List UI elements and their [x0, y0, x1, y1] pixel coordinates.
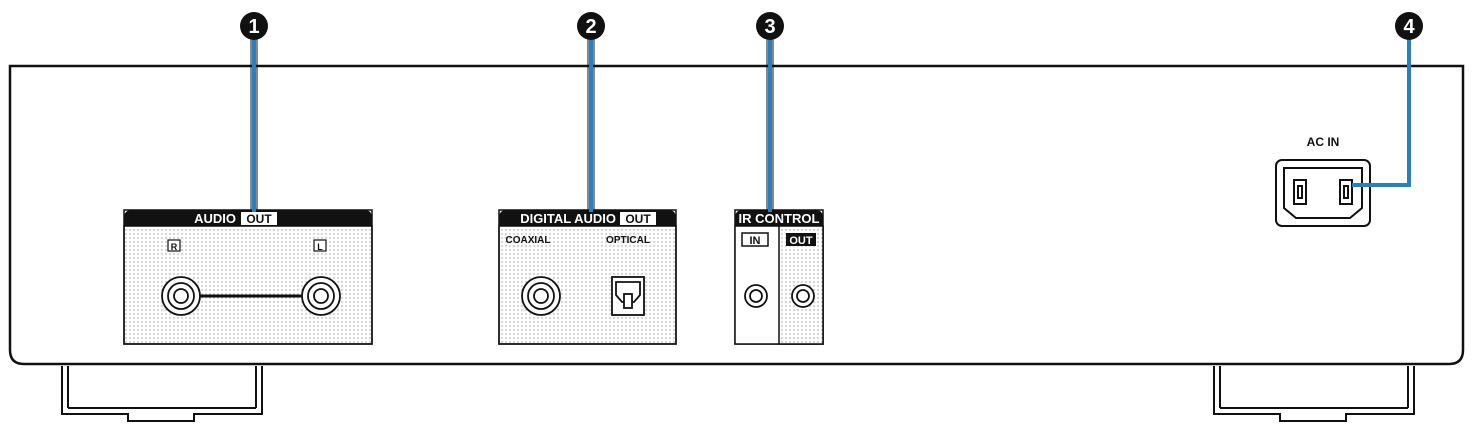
coaxial-label: COAXIAL: [506, 235, 551, 246]
ir-out-box: [786, 233, 816, 246]
ir-control-label: IR CONTROL: [739, 211, 820, 226]
ac-in-label: AC IN: [1307, 135, 1340, 149]
digital-audio-out-panel: [498, 209, 677, 345]
callout-1: 1: [240, 12, 268, 40]
optical-label: OPTICAL: [606, 235, 650, 246]
audio-out-right-label: R: [171, 242, 178, 252]
rca-jack-left: [301, 276, 341, 316]
right-foot: [1213, 366, 1415, 422]
callout-4-number: 4: [1403, 16, 1415, 38]
audio-out-boxed-label: OUT: [246, 212, 272, 226]
callout-1-number: 1: [248, 16, 259, 38]
coaxial-jack: [521, 276, 561, 316]
ir-out-jack: [791, 284, 815, 308]
digital-audio-out-label: DIGITAL AUDIO: [520, 211, 616, 226]
ir-in-jack: [744, 284, 768, 308]
ir-control-panel: [734, 209, 824, 345]
ir-out-label: OUT: [789, 235, 813, 247]
ir-in-box: [741, 232, 769, 247]
callout-3-number: 3: [764, 16, 775, 38]
optical-port: [611, 276, 645, 316]
callout-2: 2: [577, 12, 605, 40]
callout-4: 4: [1395, 12, 1423, 40]
digital-audio-out-boxed-label: OUT: [625, 212, 651, 226]
audio-out-label: AUDIO: [194, 211, 236, 226]
ir-in-label: IN: [750, 235, 761, 247]
rca-jack-right: [161, 276, 201, 316]
ac-inlet: [1275, 159, 1371, 227]
audio-out-panel: [123, 209, 373, 345]
left-foot: [61, 366, 263, 422]
callout-3: 3: [756, 12, 784, 40]
callout-lines: [252, 38, 1411, 212]
audio-out-right-box: [167, 239, 181, 252]
audio-out-left-label: L: [317, 242, 323, 252]
audio-out-left-box: [313, 239, 327, 252]
callout-2-number: 2: [585, 16, 596, 38]
